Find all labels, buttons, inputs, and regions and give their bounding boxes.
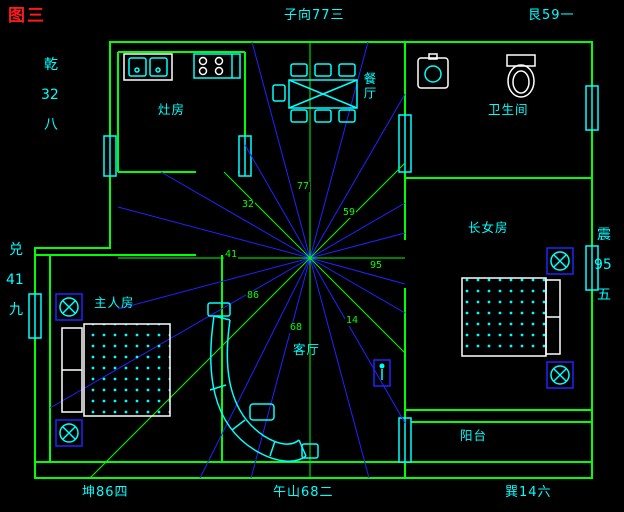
compass-right-middle: 震 bbox=[597, 227, 611, 243]
compass-left-middle: 兑 bbox=[9, 242, 23, 258]
bathroom-sink bbox=[417, 53, 449, 89]
ray-number: 14 bbox=[345, 315, 360, 326]
room-label-kitchen: 灶房 bbox=[158, 102, 186, 117]
fixture-box bbox=[373, 359, 391, 387]
ray-number: 77 bbox=[296, 181, 311, 192]
room-label-master: 主人房 bbox=[94, 295, 135, 310]
windows bbox=[28, 85, 599, 463]
window-kitchen-right bbox=[238, 135, 252, 177]
ray-number: 68 bbox=[289, 322, 304, 333]
compass-left-middle: 九 bbox=[9, 302, 23, 318]
compass-left-top: 乾 bbox=[44, 57, 58, 73]
compass-right-middle: 95 bbox=[594, 257, 612, 273]
door-frame-balcony bbox=[398, 417, 412, 463]
window-daughter-right bbox=[585, 245, 599, 291]
ray-number: 95 bbox=[369, 260, 384, 271]
compass-left-top: 八 bbox=[44, 117, 58, 133]
compass-right-middle: 五 bbox=[597, 287, 611, 303]
master-bed bbox=[61, 323, 171, 417]
compass-mountain-bottom: 午山68二 bbox=[273, 485, 334, 500]
ray-number: 86 bbox=[246, 290, 261, 301]
ray-number: 59 bbox=[342, 207, 357, 218]
room-label-bathroom: 卫生间 bbox=[488, 102, 529, 117]
nightstand bbox=[546, 247, 574, 275]
compass-bottom-left: 坤86四 bbox=[82, 485, 129, 500]
nightstand bbox=[55, 419, 83, 447]
room-label-balcony: 阳台 bbox=[460, 428, 488, 443]
window-kitchen-left bbox=[103, 135, 117, 177]
compass-left-top: 32 bbox=[41, 87, 59, 103]
compass-facing-top: 子向77三 bbox=[284, 8, 345, 23]
compass-top-right: 艮59一 bbox=[528, 8, 575, 23]
stove bbox=[193, 53, 241, 79]
ray-number: 32 bbox=[241, 199, 256, 210]
compass-bottom-right: 巽14六 bbox=[505, 485, 552, 500]
toilet bbox=[506, 54, 536, 98]
window-master-left bbox=[28, 293, 42, 339]
window-bathroom-right bbox=[585, 85, 599, 131]
compass-rays bbox=[49, 41, 406, 479]
room-label-daughter: 长女房 bbox=[468, 220, 509, 235]
room-label-dining: 餐厅 bbox=[361, 72, 377, 101]
dining-table bbox=[288, 79, 358, 109]
nightstand bbox=[55, 293, 83, 321]
dining-chairs bbox=[272, 63, 356, 123]
compass-left-middle: 41 bbox=[6, 272, 24, 288]
door-frame-bathroom bbox=[398, 114, 412, 173]
walls bbox=[34, 41, 593, 479]
daughter-bed bbox=[461, 277, 561, 357]
figure-title: 图三 bbox=[8, 6, 46, 26]
room-label-living: 客厅 bbox=[293, 342, 321, 357]
ray-number: 41 bbox=[224, 249, 239, 260]
kitchen-sink bbox=[123, 53, 173, 81]
nightstand bbox=[546, 361, 574, 389]
sofa bbox=[207, 302, 319, 462]
